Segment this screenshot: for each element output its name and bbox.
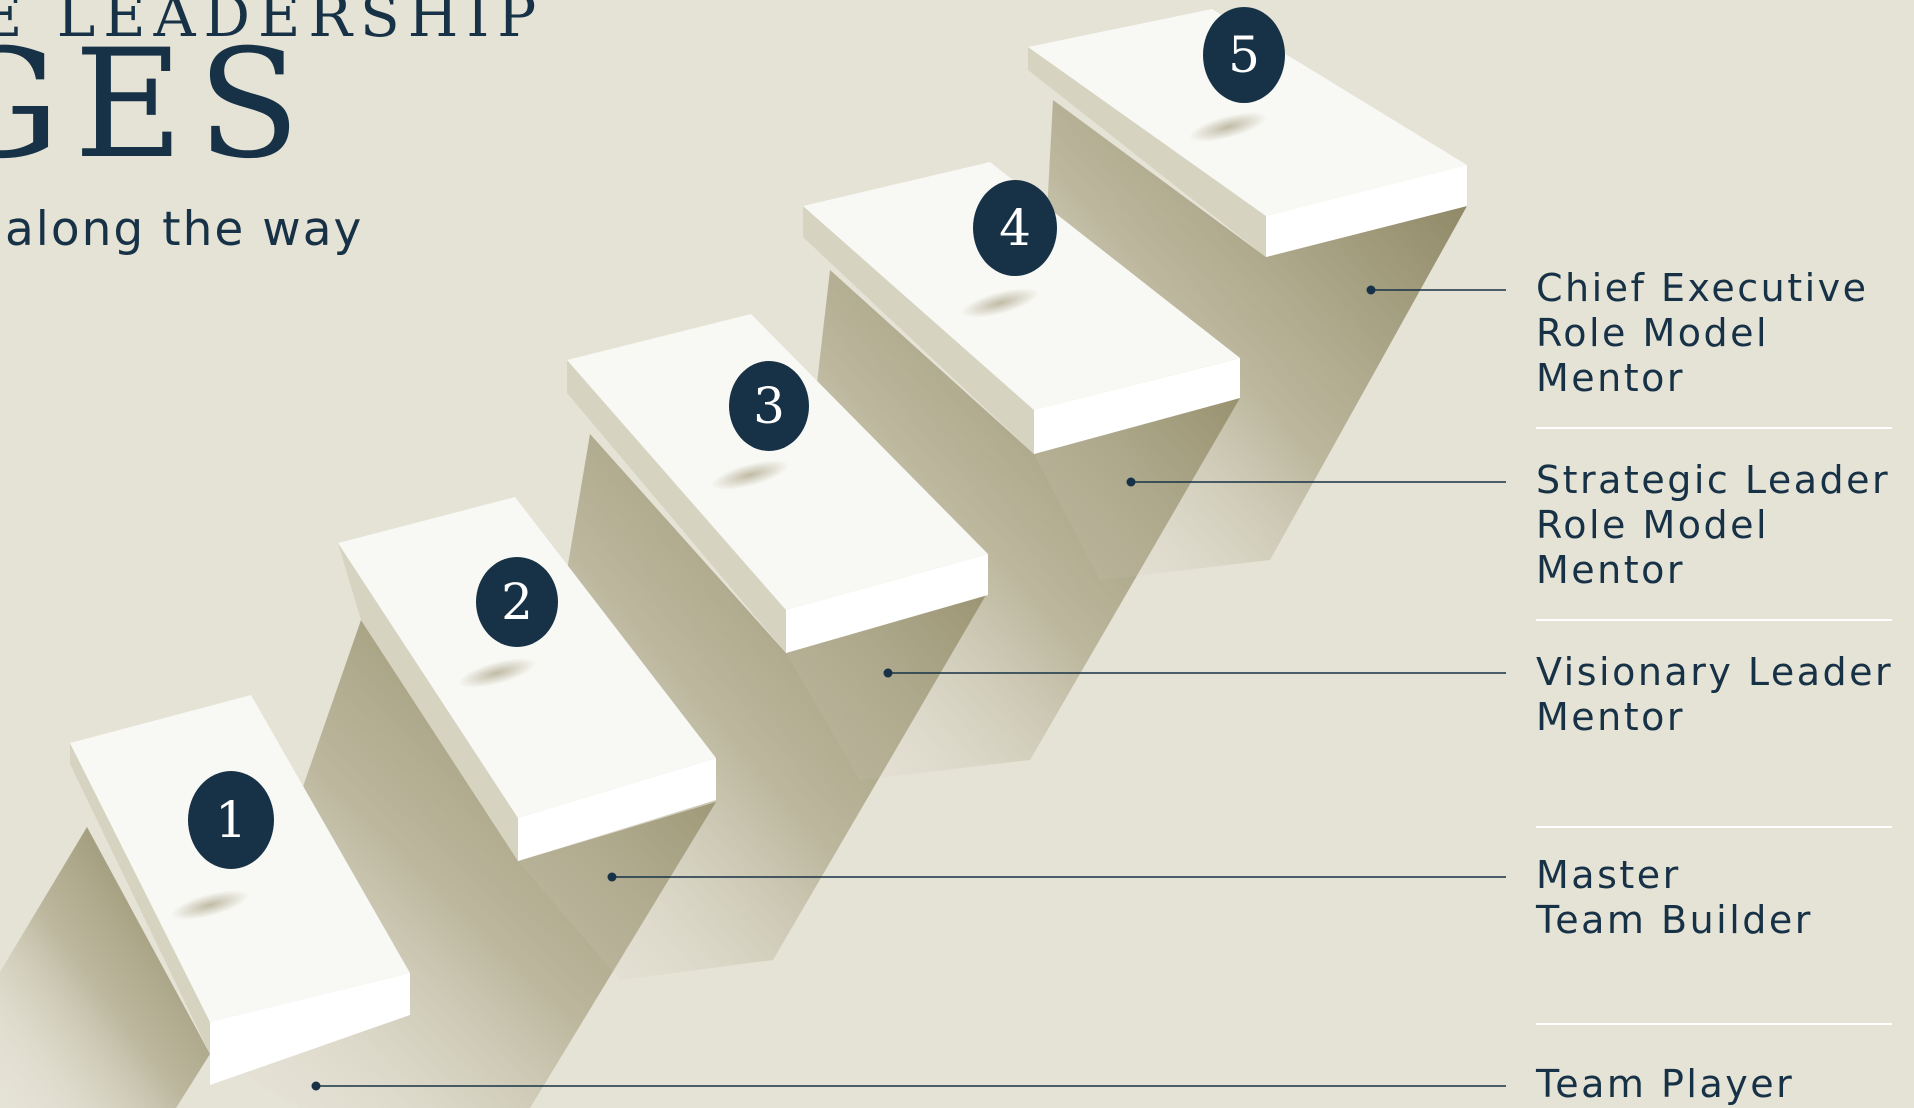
step-4-front <box>1034 358 1240 454</box>
stage-label-2: Master Team Builder <box>1536 853 1813 943</box>
step-2-top <box>338 497 716 818</box>
stage-1-line-1: Team Player <box>1536 1062 1795 1106</box>
stage-5-line-2: Role Model <box>1536 311 1770 355</box>
leader-dot-2 <box>607 872 617 882</box>
stage-2-line-1: Master <box>1536 853 1681 897</box>
step-2 <box>338 497 716 861</box>
shadow-step-1 <box>0 827 210 1108</box>
leader-lines <box>311 285 1506 1091</box>
step-number-2: 2 <box>501 573 533 631</box>
shadow-step-4 <box>786 270 1240 780</box>
step-5-side <box>1028 47 1266 257</box>
stage-5-line-1: Chief Executive <box>1536 266 1869 310</box>
step-4-side <box>803 206 1034 454</box>
step-1-front <box>210 973 410 1085</box>
step-badge-4: 4 <box>961 180 1057 318</box>
header-title: GES <box>0 18 315 192</box>
badge-circle-2 <box>476 557 558 647</box>
stage-3-line-1: Visionary Leader <box>1536 650 1894 694</box>
step-number-5: 5 <box>1228 26 1260 84</box>
shadow-step-3 <box>518 434 986 980</box>
step-badge-5: 5 <box>1189 7 1285 142</box>
label-separators <box>1536 427 1892 1025</box>
leader-dot-4 <box>1126 477 1136 487</box>
header-subtitle: along the way <box>5 202 364 257</box>
stage-4-line-1: Strategic Leader <box>1536 458 1891 502</box>
step-badge-3: 3 <box>711 361 809 490</box>
leader-dot-1 <box>311 1081 321 1091</box>
stage-label-4: Strategic Leader Role Model Mentor <box>1536 458 1890 593</box>
stage-label-1: Team Player <box>1536 1062 1794 1107</box>
stage-3-line-2: Mentor <box>1536 695 1686 739</box>
step-badges: 1 2 3 4 5 <box>171 7 1285 920</box>
badge-circle-5 <box>1203 7 1285 103</box>
step-number-4: 4 <box>999 199 1031 257</box>
step-2-side <box>338 543 518 861</box>
step-3-side <box>567 360 786 653</box>
step-1-side <box>70 743 210 1054</box>
step-4 <box>803 162 1240 454</box>
step-4-top <box>803 162 1240 410</box>
step-number-1: 1 <box>215 791 247 849</box>
stage-4-line-2: Role Model <box>1536 503 1770 547</box>
step-number-3: 3 <box>753 377 785 435</box>
stage-label-3: Visionary Leader Mentor <box>1536 650 1893 740</box>
stage-5-line-3: Mentor <box>1536 356 1686 400</box>
badge-circle-4 <box>973 180 1057 276</box>
badge-circle-3 <box>729 361 809 451</box>
header-supertitle: E LEADERSHIP <box>0 0 545 50</box>
stage-4-line-3: Mentor <box>1536 548 1686 592</box>
stage-label-5: Chief Executive Role Model Mentor <box>1536 266 1869 401</box>
leader-dot-3 <box>883 668 893 678</box>
step-2-front <box>518 758 716 861</box>
step-badge-2: 2 <box>458 557 558 688</box>
leader-dot-5 <box>1366 285 1376 295</box>
step-3-front <box>786 554 988 653</box>
step-badge-1: 1 <box>171 771 274 920</box>
stage-2-line-2: Team Builder <box>1536 898 1813 942</box>
step-5-front <box>1266 165 1467 257</box>
badge-circle-1 <box>188 771 274 869</box>
shadow-step-5 <box>1034 100 1467 580</box>
